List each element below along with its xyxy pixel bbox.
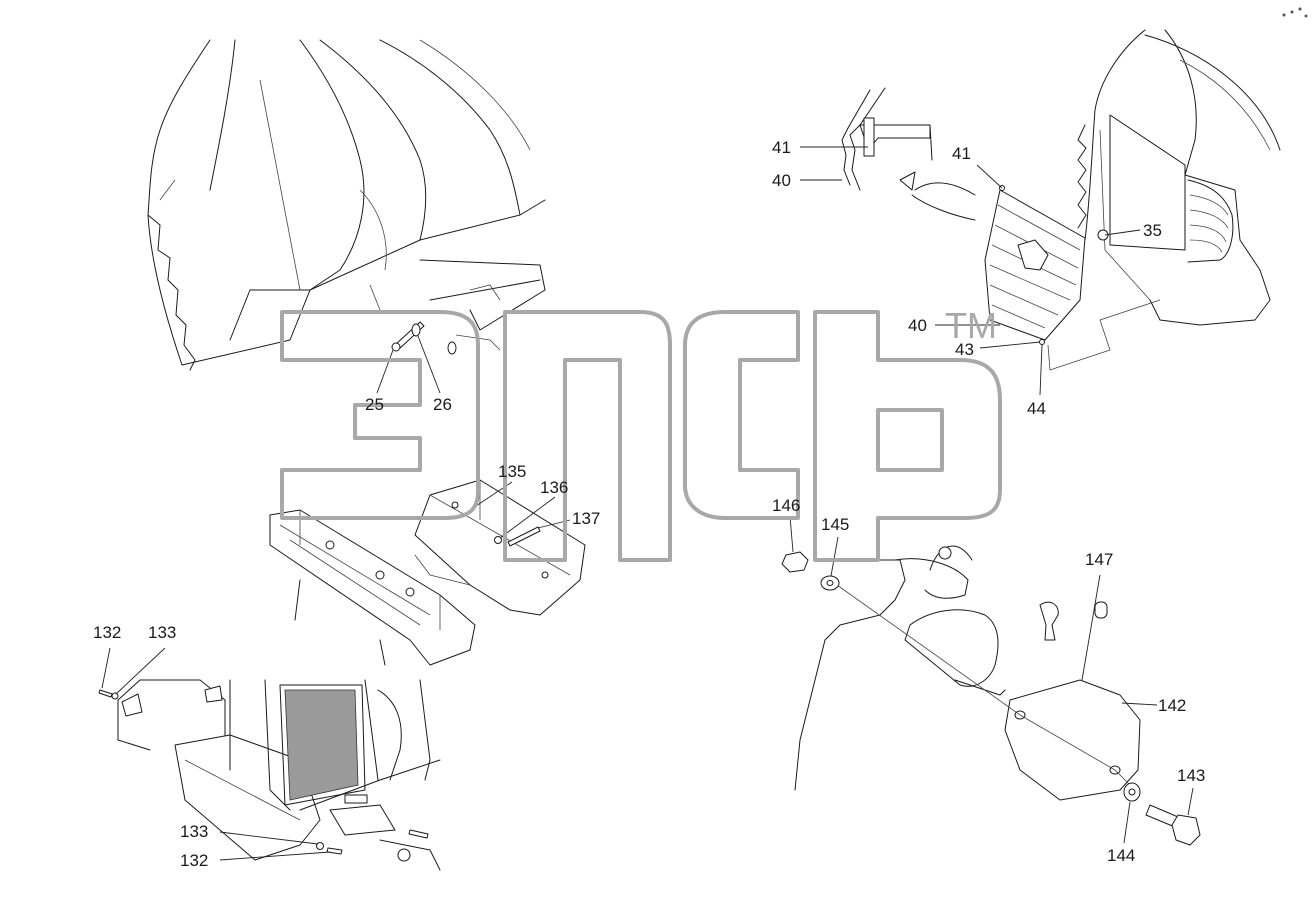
bolt-132-bottom [326,847,343,855]
callout-41: 41 [772,138,791,157]
washer-133-top [111,692,119,700]
callout-133: 133 [148,623,176,642]
callout-147: 147 [1085,550,1113,569]
washer-136 [494,536,502,544]
callout-133: 133 [180,822,208,841]
washer-133-bottom [316,842,324,850]
callout-41: 41 [952,144,971,163]
radiator-core [279,684,366,806]
callout-44: 44 [1027,399,1046,418]
callout-144: 144 [1107,846,1135,865]
corner-mark [1282,7,1308,18]
callout-26: 26 [433,395,452,414]
nut-146 [781,551,809,573]
callout-25: 25 [365,395,384,414]
fender-assembly-drawing [147,39,546,371]
watermark-logo: TM [280,305,1002,562]
callout-43: 43 [955,340,974,359]
callout-labels: 41 40 41 35 40 43 44 25 26 135 136 137 1… [93,138,1205,870]
callout-143: 143 [1177,766,1205,785]
cover-plate-drawing [781,545,1201,846]
callout-35: 35 [1143,221,1162,240]
callout-40: 40 [908,316,927,335]
watermark-trademark: TM [945,305,997,346]
grille-panel [984,189,1086,341]
callout-136: 136 [540,478,568,497]
callout-132: 132 [180,851,208,870]
bracket-135 [414,479,586,616]
callout-132: 132 [93,623,121,642]
bolt-143 [1145,804,1201,846]
callout-145: 145 [821,515,849,534]
bolt-132-top [98,689,113,698]
callout-40: 40 [772,171,791,190]
cover-plate-142 [1004,679,1141,801]
bolt-137 [507,526,541,547]
leader-lines [101,146,1194,861]
callout-142: 142 [1158,696,1186,715]
callout-135: 135 [498,462,526,481]
radiator-frame-drawing [98,679,441,871]
grille-assembly-drawing [841,29,1281,371]
washer-26 [411,323,421,337]
callout-146: 146 [772,496,800,515]
callout-137: 137 [572,509,600,528]
bracket-assembly-drawing [269,479,586,666]
